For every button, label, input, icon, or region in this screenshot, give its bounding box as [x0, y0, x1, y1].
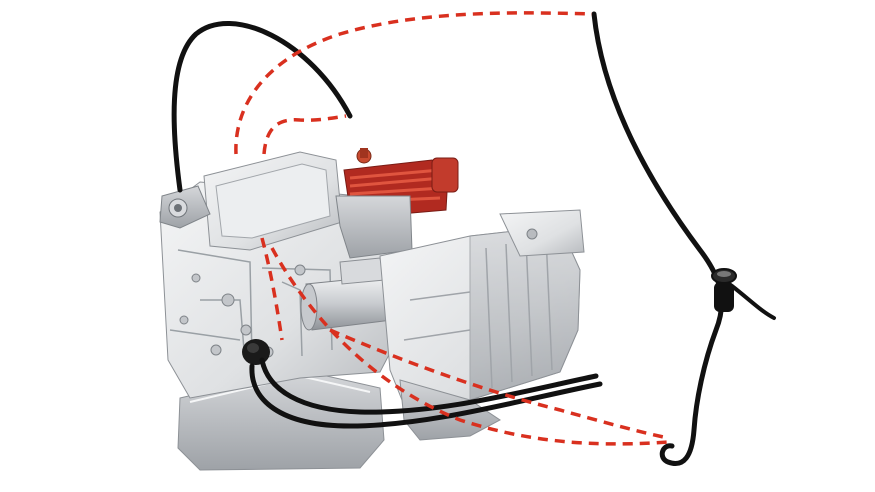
route-lower-1	[270, 247, 669, 446]
hose-right-branch	[730, 284, 776, 320]
route-upper-inner	[262, 114, 347, 155]
fuel-pump	[159, 185, 211, 229]
engine-block-details	[169, 249, 333, 361]
hose-fitting	[711, 268, 737, 312]
engine-assembly	[159, 148, 585, 471]
hose-lower-through	[259, 357, 599, 415]
starter-motor	[300, 257, 393, 331]
oil-filler-cap	[242, 339, 270, 365]
hose-right-long	[591, 11, 725, 466]
hose-lower-through-2	[249, 363, 603, 429]
hose-top-arch	[171, 21, 353, 193]
route-front-down	[260, 237, 284, 341]
routing-paths	[234, 11, 669, 446]
ignition-wiring	[343, 148, 459, 215]
coil-bracket	[335, 195, 413, 259]
transmission-mount-tab	[499, 209, 585, 257]
route-upper-outer	[234, 11, 593, 155]
hoses	[171, 11, 776, 466]
